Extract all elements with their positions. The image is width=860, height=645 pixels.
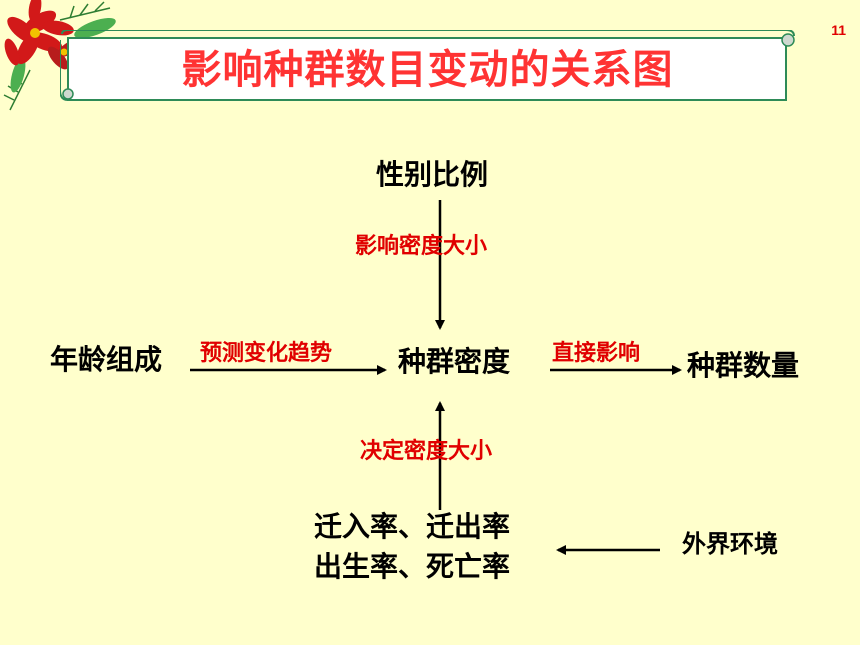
- node-birth-death-rates: 出生率、死亡率: [314, 550, 511, 583]
- node-population-density: 种群密度: [398, 345, 511, 378]
- scroll-banner-icon: [60, 30, 795, 101]
- label-density-to-size: 直接影响: [552, 341, 641, 366]
- node-age-structure: 年龄组成: [50, 343, 163, 376]
- label-age-to-density: 预测变化趋势: [200, 341, 333, 366]
- page-number: 11: [831, 22, 846, 38]
- poinsettia-decoration-icon: [3, 0, 116, 111]
- label-rates-to-density: 决定密度大小: [360, 439, 493, 464]
- title-banner: 影响种群数目变动的关系图: [60, 30, 795, 102]
- slide-title: 影响种群数目变动的关系图: [181, 47, 674, 93]
- node-sex-ratio: 性别比例: [376, 158, 489, 191]
- node-migration-rates: 迁入率、迁出率: [314, 510, 511, 543]
- label-sex-ratio-to-density: 影响密度大小: [355, 234, 488, 259]
- node-external-environment: 外界环境: [682, 530, 778, 558]
- node-population-size: 种群数量: [687, 349, 800, 382]
